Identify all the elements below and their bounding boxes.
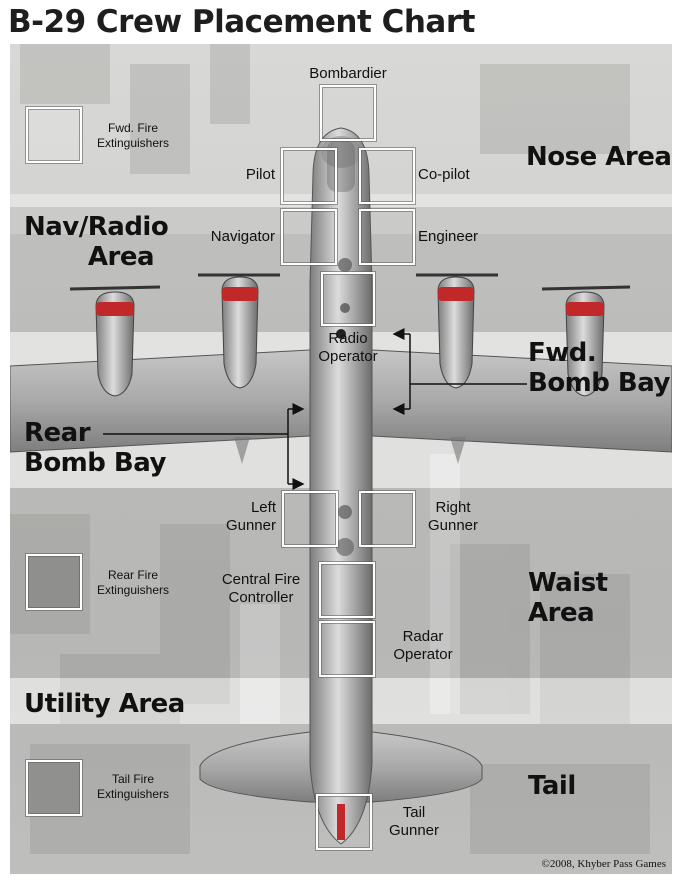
radar-operator-label: Radar Operator <box>378 628 468 664</box>
tail-extinguisher-slot[interactable] <box>26 760 82 816</box>
central-fire-controller-slot[interactable] <box>319 562 375 618</box>
pilot-slot[interactable] <box>281 148 337 204</box>
fwd-extinguisher-label: Fwd. Fire Extinguishers <box>86 121 180 151</box>
nose-area-label: Nose Area <box>526 142 671 172</box>
right-gunner-slot[interactable] <box>359 491 415 547</box>
utility-area-label: Utility Area <box>24 689 185 719</box>
left-gunner-slot[interactable] <box>282 491 338 547</box>
rear-extinguisher-slot[interactable] <box>26 554 82 610</box>
fwd-bomb-bay-bracket <box>394 334 527 409</box>
navigator-label: Navigator <box>180 228 275 246</box>
radar-operator-slot[interactable] <box>319 621 375 677</box>
central-fire-controller-label: Central Fire Controller <box>206 571 316 607</box>
left-gunner-label: Left Gunner <box>206 499 276 535</box>
radio-operator-slot[interactable] <box>321 272 375 326</box>
engineer-slot[interactable] <box>359 209 415 265</box>
nav-radio-area-label: Nav/Radio Area <box>24 212 154 272</box>
copyright: ©2008, Khyber Pass Games <box>542 858 666 870</box>
copilot-label: Co-pilot <box>418 166 498 184</box>
engineer-label: Engineer <box>418 228 508 246</box>
tail-gunner-slot[interactable] <box>316 794 372 850</box>
pilot-label: Pilot <box>215 166 275 184</box>
rear-bomb-bay-label: Rear Bomb Bay <box>24 418 166 478</box>
tail-gunner-label: Tail Gunner <box>374 804 454 840</box>
navigator-slot[interactable] <box>281 209 337 265</box>
crew-chart-board: Bombardier Pilot Co-pilot Navigator Engi… <box>10 44 672 874</box>
waist-area-label: Waist Area <box>528 568 672 628</box>
right-gunner-label: Right Gunner <box>418 499 488 535</box>
fwd-bomb-bay-label: Fwd. Bomb Bay <box>528 338 670 398</box>
radio-operator-label: Radio Operator <box>298 330 398 366</box>
bombardier-slot[interactable] <box>320 85 376 141</box>
fwd-extinguisher-slot[interactable] <box>26 107 82 163</box>
rear-extinguisher-label: Rear Fire Extinguishers <box>84 568 182 598</box>
copilot-slot[interactable] <box>359 148 415 204</box>
bombardier-label: Bombardier <box>288 65 408 83</box>
tail-extinguisher-label: Tail Fire Extinguishers <box>84 772 182 802</box>
tail-area-label: Tail <box>528 771 576 801</box>
chart-title: B-29 Crew Placement Chart <box>8 4 475 40</box>
